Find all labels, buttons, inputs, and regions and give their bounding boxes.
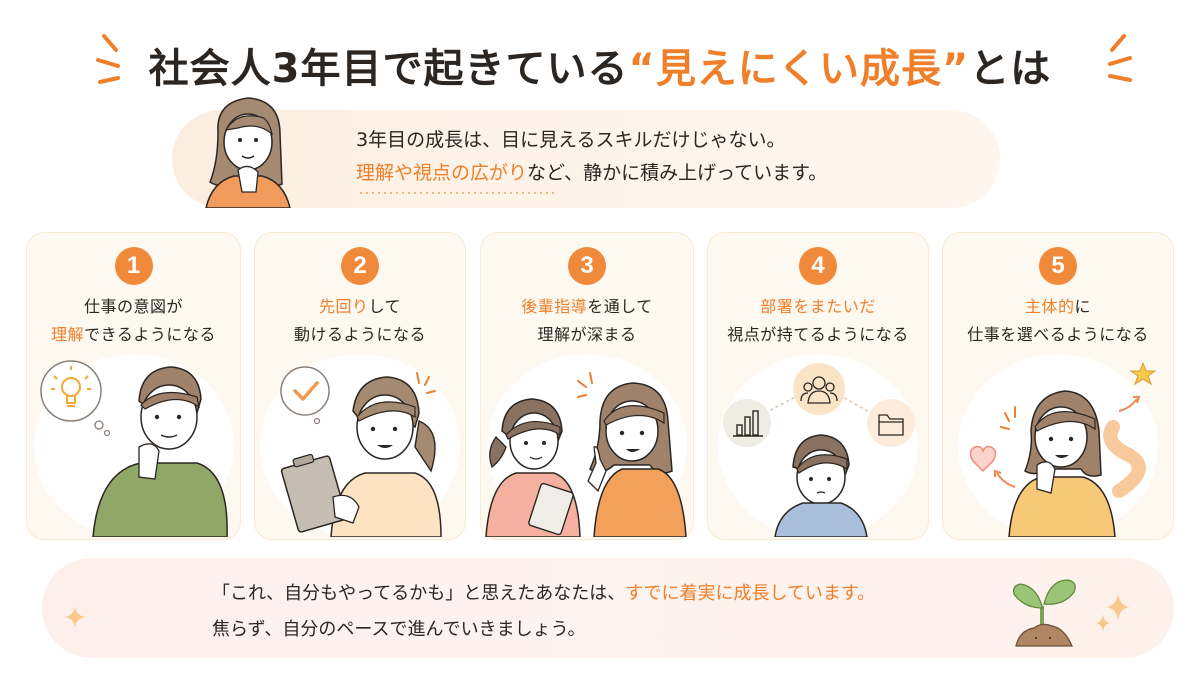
growth-card-5: 5 主体的に 仕事を選べるようになる (942, 232, 1174, 540)
sparkle-icon (64, 606, 86, 628)
number-badge: 4 (799, 247, 837, 285)
card-line-2: 視点が持てるようになる (727, 325, 909, 344)
footer-line-1: 「これ、自分もやってるかも」と思えたあなたは、すでに着実に成長しています。 (212, 576, 875, 612)
card-highlight: 部署をまたいだ (760, 297, 876, 316)
growth-card-4: 4 部署をまたいだ 視点が持てるようになる (707, 232, 929, 540)
woman-clipboard-illustration (255, 351, 465, 538)
sparkle-icon (1106, 592, 1130, 622)
man-thinking-illustration (29, 351, 239, 538)
card-line-2: 理解が深まる (537, 325, 637, 344)
footer-line-1-plain: 「これ、自分もやってるかも」と思えたあなたは、 (212, 583, 626, 604)
star-icon (1129, 361, 1157, 386)
intro-line-1: 3年目の成長は、目に見えるスキルだけじゃない。 (356, 129, 786, 151)
page-title: 社会人3年目で起きている“見えにくい成長”とは (0, 30, 1200, 100)
card-line-1: 先回りして (255, 293, 465, 317)
boy-departments-illustration (713, 351, 923, 538)
intro-line-2-rest: など、静かに積み上げっています。 (527, 162, 828, 184)
card-line-1-rest: に (1074, 297, 1092, 316)
intro-line-2: 理解や視点の広がりなど、静かに積み上げっています。 (356, 157, 827, 190)
encouragement-banner (42, 558, 1174, 658)
number-badge: 3 (568, 247, 606, 285)
footer-line-2: 焦らず、自分のペースで進んでいきましょう。 (212, 619, 586, 640)
heart-icon (969, 445, 997, 473)
number-badge: 5 (1039, 247, 1077, 285)
card-highlight: 先回り (318, 297, 369, 316)
sparkle-icon (1096, 614, 1110, 632)
mentoring-illustration (482, 351, 692, 538)
card-line-2: 仕事を選べるようになる (967, 325, 1149, 344)
encouragement-text: 「これ、自分もやってるかも」と思えたあなたは、すでに着実に成長しています。 焦ら… (212, 576, 875, 648)
woman-avatar-icon (205, 97, 291, 208)
card-line-1: 仕事の意図が (83, 297, 183, 316)
title-close-quote: ” (942, 46, 970, 92)
woman-choosing-illustration (953, 351, 1163, 538)
card-line-1: 主体的に (943, 293, 1173, 317)
title-highlight: 見えにくい成長 (655, 46, 943, 92)
intro-highlight: 理解や視点の広がり (356, 162, 528, 184)
title-open-quote: “ (628, 46, 656, 92)
number-badge: 1 (114, 247, 153, 285)
dotted-underline (358, 192, 558, 194)
growth-card-1: 1 仕事の意図が 理解できるようになる (26, 232, 241, 540)
card-highlight: 理解 (51, 325, 85, 344)
title-suffix: とは (969, 46, 1052, 92)
clipboard-icon (280, 453, 348, 533)
sprout-icon (1012, 579, 1076, 647)
folder-icon (878, 414, 904, 436)
intro-text: 3年目の成長は、目に見えるスキルだけじゃない。 理解や視点の広がりなど、静かに積… (356, 124, 827, 190)
people-icon (800, 376, 838, 404)
card-highlight: 主体的 (1024, 297, 1075, 316)
growth-card-2: 2 先回りして 動けるようになる (254, 232, 466, 540)
card-line-2: 理解できるようになる (27, 321, 240, 345)
number-badge: 2 (341, 247, 379, 285)
growth-card-3: 3 後輩指導を通して 理解が深まる (480, 232, 694, 540)
card-line-1-rest: を通して (587, 297, 653, 316)
footer-highlight: すでに着実に成長しています。 (625, 583, 876, 604)
card-line-1: 部署をまたいだ (708, 293, 928, 317)
card-line-1: 後輩指導を通して (481, 293, 693, 317)
card-highlight: 後輩指導 (521, 297, 588, 316)
intro-banner (172, 110, 1000, 208)
card-line-2-rest: できるようになる (84, 325, 216, 344)
lightbulb-icon (50, 366, 91, 407)
card-line-1-rest: して (368, 297, 402, 316)
emphasis-lines-icon (96, 34, 120, 84)
check-icon (293, 381, 319, 401)
card-line-2: 動けるようになる (293, 325, 426, 344)
emphasis-lines-icon (1108, 34, 1132, 82)
bar-chart-icon (733, 410, 763, 437)
title-prefix: 社会人3年目で起きている (148, 46, 629, 92)
